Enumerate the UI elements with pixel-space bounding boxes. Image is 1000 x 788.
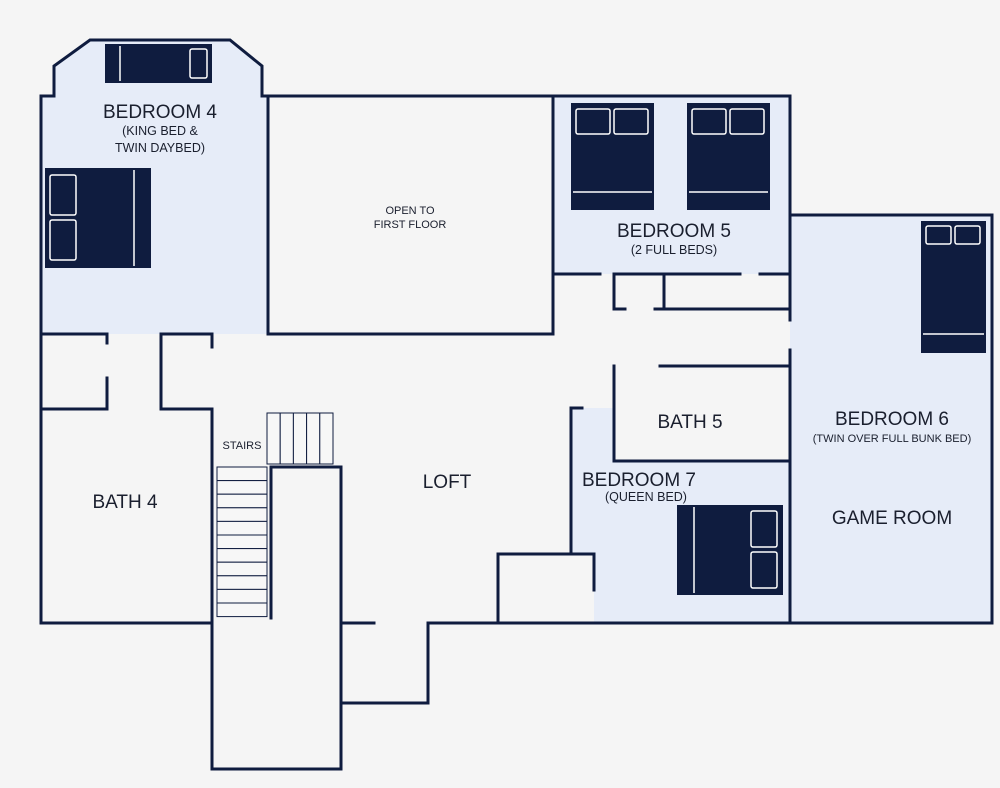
beds bbox=[45, 44, 986, 595]
stair-tread bbox=[216, 466, 268, 482]
bedroom-6-note: (TWIN OVER FULL BUNK BED) bbox=[813, 433, 972, 445]
stair-tread bbox=[216, 602, 268, 618]
bedroom-6-label: BEDROOM 6 bbox=[835, 409, 949, 430]
stair-tread bbox=[216, 520, 268, 536]
walls bbox=[39, 38, 994, 771]
stairs-upper-run bbox=[266, 412, 334, 465]
stair-tread bbox=[216, 534, 268, 550]
wall-stairwell bbox=[210, 408, 343, 771]
stair-tread bbox=[306, 412, 321, 465]
full-bed-icon-1 bbox=[571, 103, 654, 210]
bedroom-4-note-2: TWIN DAYBED) bbox=[115, 141, 205, 155]
bedroom-7-note: (QUEEN BED) bbox=[605, 490, 687, 504]
bedroom-5-note: (2 FULL BEDS) bbox=[631, 243, 717, 257]
king-bed-icon bbox=[45, 168, 151, 268]
stair-tread bbox=[319, 412, 334, 465]
wall-lower-projection bbox=[339, 621, 430, 705]
stair-tread bbox=[216, 575, 268, 590]
wall-bedroom4-bay bbox=[39, 38, 270, 336]
stairs-lower-run bbox=[216, 466, 268, 618]
open-to-label-1: OPEN TO bbox=[385, 205, 435, 217]
room-labels: BEDROOM 4 (KING BED & TWIN DAYBED) OPEN … bbox=[92, 102, 971, 529]
wall-bottom-left bbox=[39, 332, 214, 625]
bedroom-7-label: BEDROOM 7 bbox=[582, 470, 696, 491]
open-to-label-2: FIRST FLOOR bbox=[374, 219, 447, 231]
bath-5-label: BATH 5 bbox=[657, 412, 722, 433]
stair-tread bbox=[216, 493, 268, 509]
game-room-label: GAME ROOM bbox=[832, 508, 952, 529]
bath-4-label: BATH 4 bbox=[92, 492, 158, 513]
bunk-bed-icon bbox=[921, 221, 986, 353]
daybed-icon bbox=[105, 44, 212, 83]
wall-closet-d bbox=[496, 552, 596, 592]
wall-bath5 bbox=[612, 364, 792, 463]
wall-closet-b bbox=[653, 272, 666, 311]
wall-bath4-closet bbox=[39, 376, 109, 411]
wall-open-area bbox=[266, 94, 555, 336]
stairs-label: STAIRS bbox=[223, 440, 262, 452]
wall-top bbox=[266, 94, 792, 322]
bedroom-5-label: BEDROOM 5 bbox=[617, 221, 731, 242]
stair-tread bbox=[279, 412, 294, 465]
stair-tread bbox=[216, 507, 268, 522]
stair-tread bbox=[266, 412, 281, 465]
stair-tread bbox=[292, 412, 308, 465]
wall-hall-a bbox=[159, 332, 214, 411]
queen-bed-icon bbox=[677, 505, 783, 595]
stair-tread bbox=[216, 561, 268, 577]
bedroom-4-label: BEDROOM 4 bbox=[103, 102, 217, 123]
bedroom-4-note-1: (KING BED & bbox=[122, 124, 198, 138]
stair-tread bbox=[216, 480, 268, 495]
stair-tread bbox=[216, 588, 268, 604]
wall-hall-b bbox=[159, 332, 214, 349]
wall-bedroom6 bbox=[788, 213, 994, 625]
full-bed-icon-2 bbox=[687, 103, 770, 210]
stair-tread bbox=[216, 548, 268, 563]
wall-closet-a bbox=[612, 272, 627, 311]
loft-label: LOFT bbox=[423, 472, 472, 493]
